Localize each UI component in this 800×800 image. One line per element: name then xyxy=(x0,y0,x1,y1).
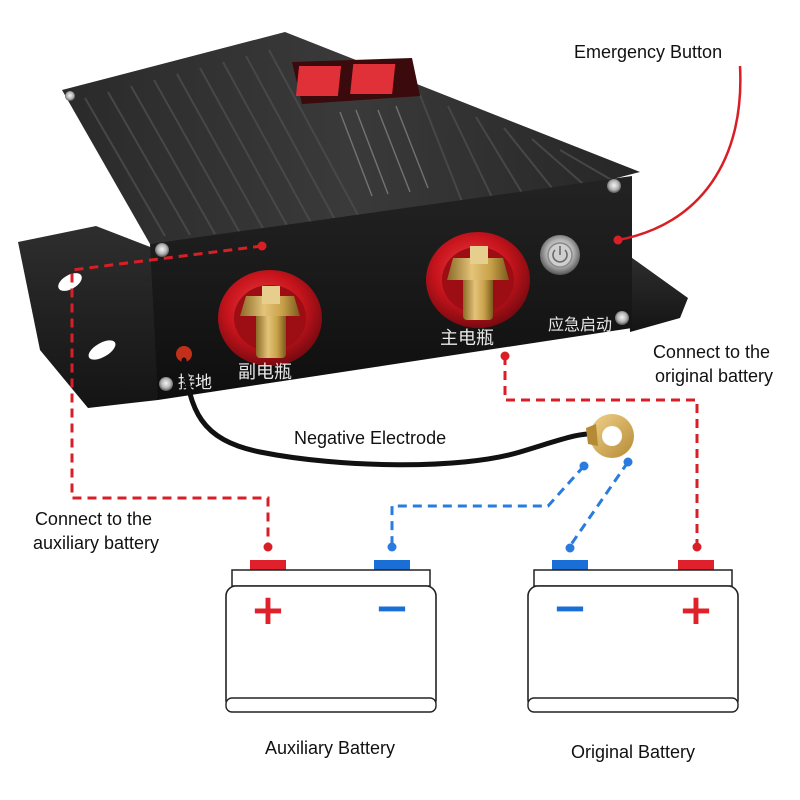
screw-icon xyxy=(155,243,169,257)
original-battery: − + xyxy=(527,560,739,713)
plus-sign: + xyxy=(678,585,713,634)
main-terminal xyxy=(426,232,530,328)
display-digit-1 xyxy=(295,66,342,96)
label-auxiliary-battery: Auxiliary Battery xyxy=(265,738,395,758)
label-emergency-button: Emergency Button xyxy=(574,42,722,62)
screw-icon xyxy=(615,311,629,325)
housing-print xyxy=(339,105,429,197)
wire-negative-original xyxy=(565,457,633,553)
auxiliary-terminal xyxy=(218,270,322,366)
minus-sign: − xyxy=(374,583,409,632)
label-emergency-start: 应急启动 xyxy=(548,315,612,334)
label-ground: 接地 xyxy=(178,373,212,393)
label-connect-original: Connect to the original battery xyxy=(653,342,775,386)
wire-emergency xyxy=(613,65,742,245)
screw-icon xyxy=(65,91,75,101)
label-original-battery: Original Battery xyxy=(571,742,695,762)
label-aux-battery: 副电瓶 xyxy=(238,362,292,383)
mounting-plate-left xyxy=(18,226,158,408)
negative-cable xyxy=(181,357,634,468)
wire-negative-aux xyxy=(387,461,589,552)
plus-sign: + xyxy=(250,585,285,634)
minus-sign: − xyxy=(552,583,587,632)
display-digit-2 xyxy=(350,64,396,94)
auxiliary-battery: + − xyxy=(225,560,437,713)
emergency-button[interactable] xyxy=(540,235,580,275)
mounting-plate-right xyxy=(628,255,688,332)
mount-slot-left-top xyxy=(58,273,82,291)
label-main-battery: 主电瓶 xyxy=(440,328,494,349)
power-icon xyxy=(552,249,568,263)
mount-slot-left-bottom xyxy=(88,340,116,360)
screw-icon xyxy=(607,179,621,193)
wire-main-positive xyxy=(500,351,702,552)
ground-connector xyxy=(176,346,192,362)
housing-top xyxy=(62,32,640,244)
wire-aux-positive xyxy=(70,241,273,552)
screw-icon xyxy=(159,377,173,391)
label-negative-electrode: Negative Electrode xyxy=(294,428,446,448)
label-connect-auxiliary: Connect to the auxiliary battery xyxy=(33,509,159,553)
battery-isolator-device: 接地 副电瓶 主电瓶 应急启动 xyxy=(18,32,688,408)
